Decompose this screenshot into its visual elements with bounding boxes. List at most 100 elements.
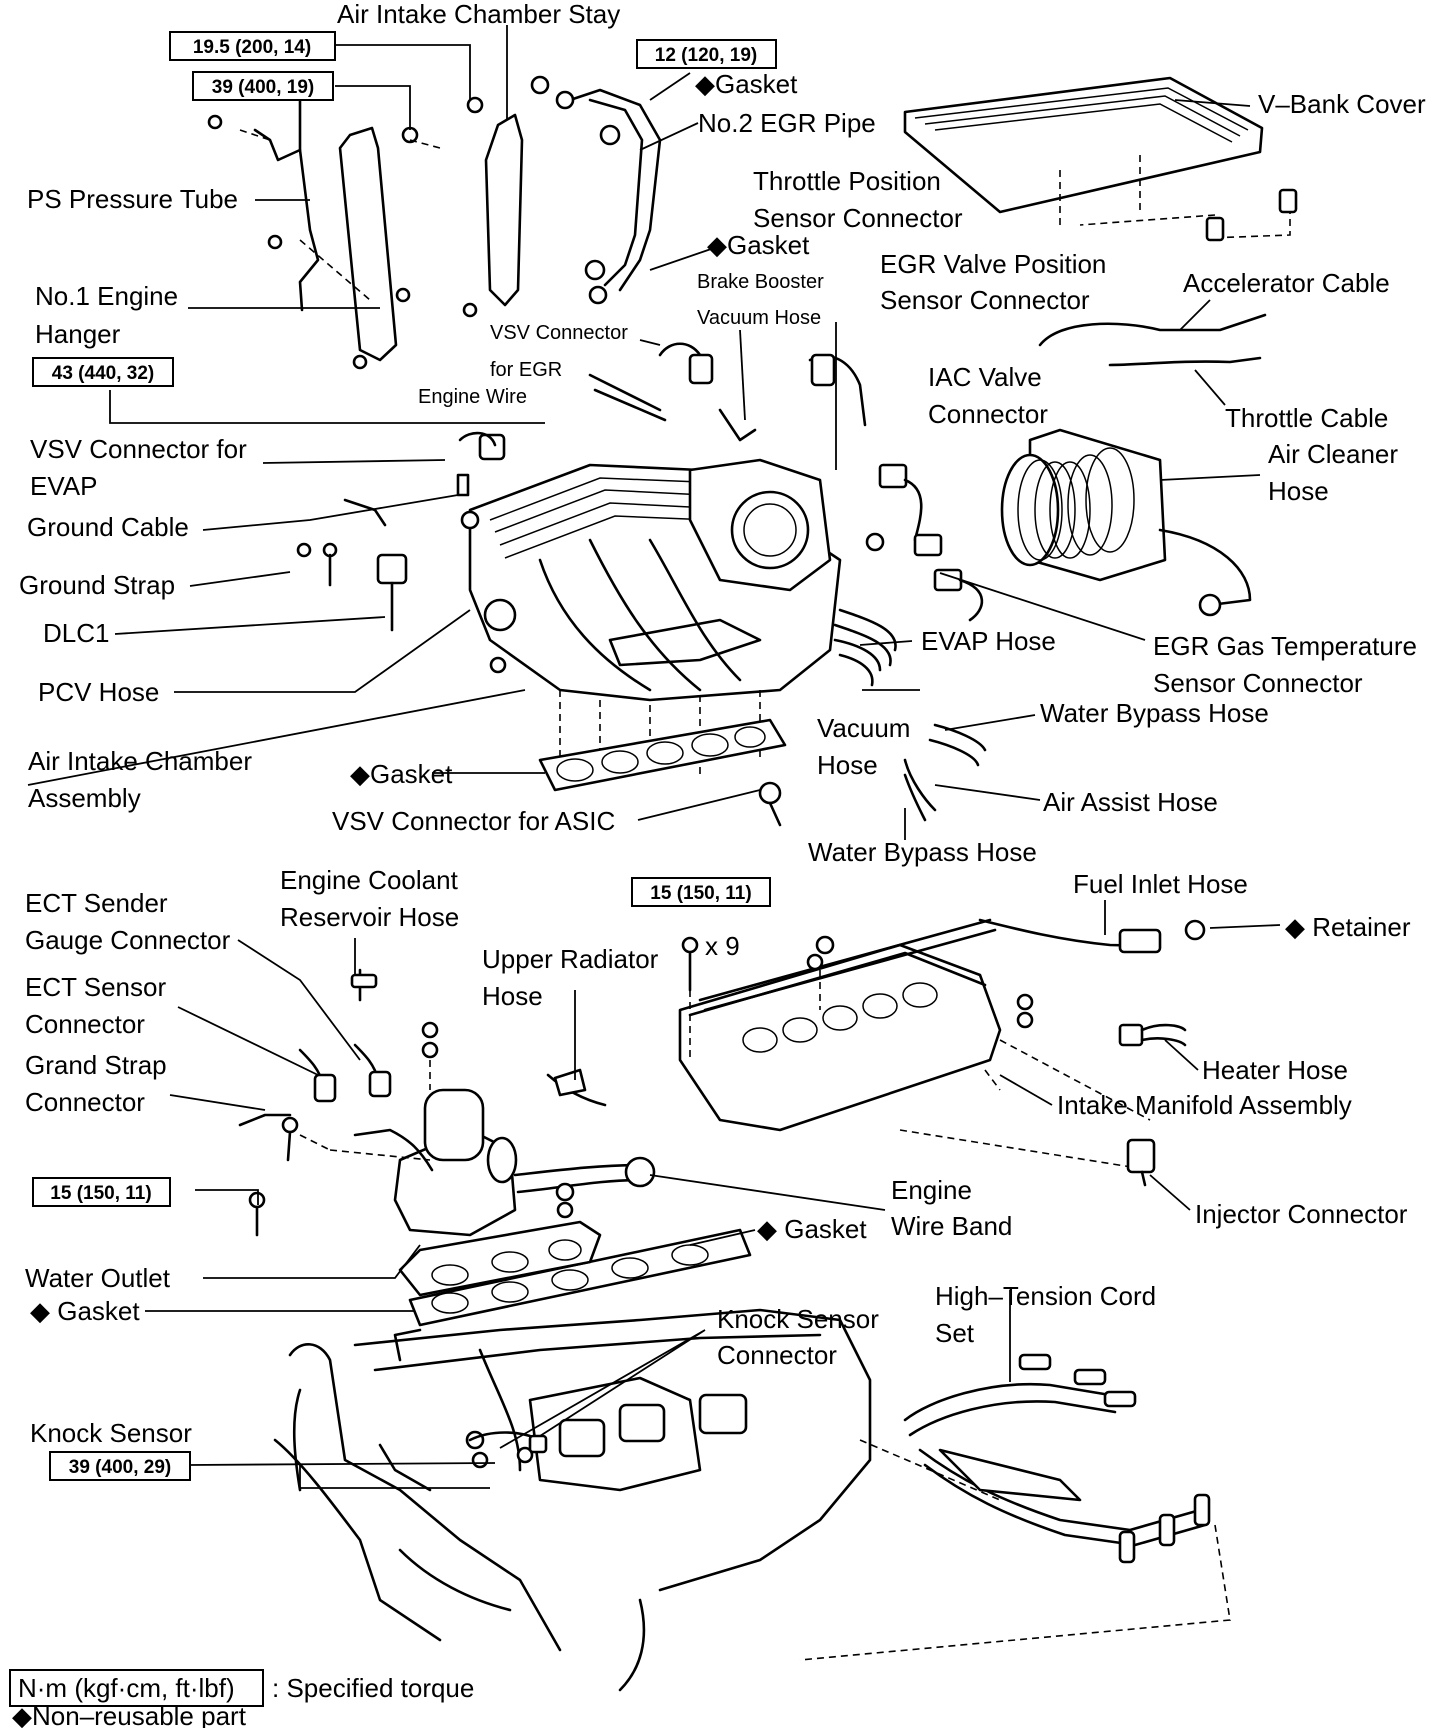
part-drawings xyxy=(207,75,1298,1692)
label-pcv-hose: PCV Hose xyxy=(38,677,159,707)
label-water-outlet: Water Outlet xyxy=(25,1263,171,1293)
label-radiator-hose: Hose xyxy=(482,981,543,1011)
intake-gasket-upper-drawing xyxy=(538,718,787,792)
connectors-upper-drawing xyxy=(296,342,987,827)
label-high-tension-cord: High–Tension Cord xyxy=(935,1281,1156,1311)
brackets-drawing xyxy=(207,75,662,370)
air-cleaner-drawing xyxy=(1000,313,1267,617)
label-engine-coolant: Engine Coolant xyxy=(280,865,459,895)
label-vsv-connector-for: VSV Connector for xyxy=(30,434,247,464)
torque-value-7: 39 (400, 29) xyxy=(69,1457,171,1478)
label-accelerator-cable: Accelerator Cable xyxy=(1183,268,1390,298)
label-grand-connector: Connector xyxy=(25,1087,145,1117)
air-intake-chamber-drawing xyxy=(460,458,885,775)
label-knock-sensor: Knock Sensor xyxy=(30,1418,192,1448)
torque-box-4 xyxy=(32,357,174,387)
label-egr-gas-temperature: EGR Gas Temperature xyxy=(1153,631,1417,661)
label-engine-wire: Engine Wire xyxy=(418,386,527,408)
label-engine: Engine xyxy=(891,1175,972,1205)
label-gasket-water: ◆ Gasket xyxy=(30,1296,140,1326)
high-tension-cord-drawing xyxy=(799,1353,1231,1661)
label-water-bypass-hose-upper: Water Bypass Hose xyxy=(1040,698,1269,728)
label-air-cleaner: Air Cleaner xyxy=(1268,439,1398,469)
torque-box-2 xyxy=(192,71,334,101)
torque-box-3 xyxy=(636,39,777,69)
label-ground-cable: Ground Cable xyxy=(27,512,189,542)
engine-block-drawing xyxy=(273,1308,872,1692)
label-iac-valve: IAC Valve xyxy=(928,362,1042,392)
label-vsv-connector: VSV Connector xyxy=(490,322,628,344)
torque-value-1: 19.5 (200, 14) xyxy=(193,37,311,58)
label-ect-connector: Connector xyxy=(25,1009,145,1039)
label-ground-strap: Ground Strap xyxy=(19,570,175,600)
knock-sensor-wire-drawing xyxy=(468,1431,548,1454)
label-knock-connector: Connector xyxy=(717,1340,837,1370)
label-knock-sensor-title: Knock Sensor xyxy=(717,1304,879,1334)
torque-value-3: 12 (120, 19) xyxy=(655,45,757,66)
label-assembly: Assembly xyxy=(28,783,141,813)
label-grand-strap: Grand Strap xyxy=(25,1050,167,1080)
legend-non-reusable: ◆Non–reusable part xyxy=(12,1701,247,1728)
label-throttle-position: Throttle Position xyxy=(753,166,941,196)
label-air-intake-chamber-stay: Air Intake Chamber Stay xyxy=(337,0,620,29)
label-vacuum-hose-top: Vacuum Hose xyxy=(697,307,821,329)
label-heater-hose: Heater Hose xyxy=(1202,1055,1348,1085)
torque-value-5: 15 (150, 11) xyxy=(650,883,751,904)
part-labels: Air Intake Chamber Stay ◆Gasket No.2 EGR… xyxy=(19,0,1426,1448)
label-gauge-connector: Gauge Connector xyxy=(25,925,231,955)
label-egr-valve-position: EGR Valve Position xyxy=(880,249,1106,279)
torque-specs: 19.5 (200, 14) 39 (400, 19) 12 (120, 19)… xyxy=(32,31,777,1481)
label-injector-connector: Injector Connector xyxy=(1195,1199,1408,1229)
torque-value-4: 43 (440, 32) xyxy=(52,363,154,384)
torque-box-6 xyxy=(32,1177,171,1207)
torque-box-1 xyxy=(169,31,336,61)
label-ps-pressure-tube: PS Pressure Tube xyxy=(27,184,238,214)
label-retainer: ◆ Retainer xyxy=(1285,912,1411,942)
label-egr-valve-sensor-connector: Sensor Connector xyxy=(880,285,1090,315)
label-air-cleaner-hose: Hose xyxy=(1268,476,1329,506)
label-vacuum-hose: Hose xyxy=(817,750,878,780)
label-no2-egr-pipe: No.2 EGR Pipe xyxy=(698,108,876,138)
label-air-intake-chamber: Air Intake Chamber xyxy=(28,746,252,776)
label-evap-hose: EVAP Hose xyxy=(921,626,1056,656)
v-bank-cover-drawing xyxy=(903,76,1298,242)
label-gasket-intake: ◆Gasket xyxy=(350,759,453,789)
label-upper-radiator: Upper Radiator xyxy=(482,944,659,974)
label-reservoir-hose: Reservoir Hose xyxy=(280,902,459,932)
label-set: Set xyxy=(935,1318,975,1348)
label-throttle-sensor-connector: Sensor Connector xyxy=(753,203,963,233)
label-evap: EVAP xyxy=(30,471,97,501)
legend: N·m (kgf·cm, ft·lbf) : Specified torque … xyxy=(9,1669,474,1728)
legend-unit-desc: : Specified torque xyxy=(272,1673,474,1703)
label-air-assist-hose: Air Assist Hose xyxy=(1043,787,1218,817)
label-hanger: Hanger xyxy=(35,319,121,349)
label-vacuum: Vacuum xyxy=(817,713,910,743)
intake-gasket-lower-drawing xyxy=(398,1220,752,1327)
label-ect-sensor: ECT Sensor xyxy=(25,972,166,1002)
torque-box-7 xyxy=(49,1451,191,1481)
label-gasket-manifold: ◆ Gasket xyxy=(757,1214,867,1244)
label-x9: x 9 xyxy=(705,931,740,961)
legend-unit-text: N·m (kgf·cm, ft·lbf) xyxy=(18,1673,235,1703)
torque-value-2: 39 (400, 19) xyxy=(212,77,314,98)
label-for-egr: for EGR xyxy=(490,359,562,381)
label-intake-manifold-assembly: Intake Manifold Assembly xyxy=(1057,1090,1352,1120)
label-throttle-cable: Throttle Cable xyxy=(1225,403,1388,433)
leader-lines xyxy=(27,25,1281,1489)
label-brake-booster: Brake Booster xyxy=(697,271,824,293)
torque-value-6: 15 (150, 11) xyxy=(50,1183,151,1204)
label-gasket-top: ◆Gasket xyxy=(695,69,798,99)
label-egr-gas-sensor-connector: Sensor Connector xyxy=(1153,668,1363,698)
label-no1-engine: No.1 Engine xyxy=(35,281,178,311)
label-iac-connector: Connector xyxy=(928,399,1048,429)
label-gasket-mid: ◆Gasket xyxy=(707,230,810,260)
label-v-bank-cover: V–Bank Cover xyxy=(1258,89,1426,119)
water-outlet-drawing xyxy=(238,968,656,1237)
label-water-bypass-hose-lower: Water Bypass Hose xyxy=(808,837,1037,867)
label-dlc1: DLC1 xyxy=(43,618,109,648)
label-vsv-connector-asic: VSV Connector for ASIC xyxy=(332,806,615,836)
label-fuel-inlet-hose: Fuel Inlet Hose xyxy=(1073,869,1248,899)
legend-unit-box xyxy=(9,1669,264,1707)
torque-box-5 xyxy=(631,877,771,907)
